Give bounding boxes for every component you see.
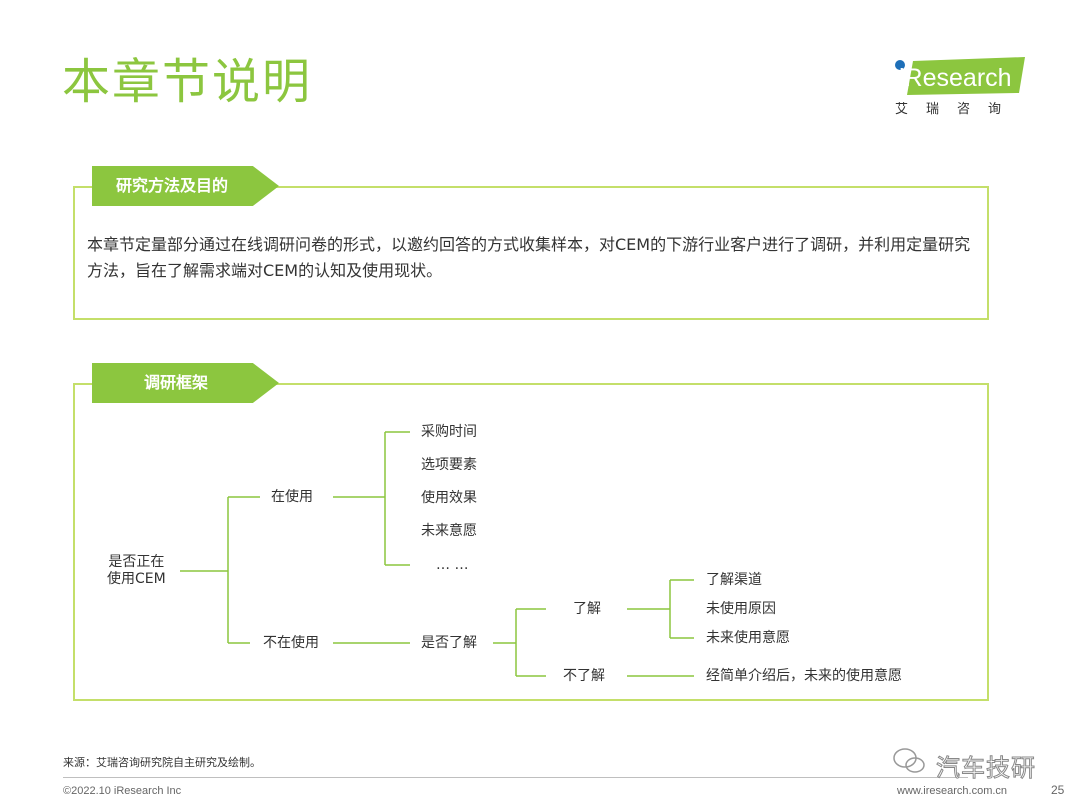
using-item-ellipsis: … … [436, 557, 469, 573]
root-line2: 使用CEM [107, 571, 166, 587]
footer-url: www.iresearch.com.cn [897, 785, 1008, 797]
dont-know-item: 经简单介绍后，未来的使用意愿 [706, 668, 902, 684]
page-number: 25 [1051, 783, 1065, 797]
know-item-reason: 未使用原因 [706, 601, 776, 617]
framework-box [73, 383, 989, 701]
using-item-purchase-time: 采购时间 [421, 424, 477, 440]
using-item-effect: 使用效果 [421, 490, 477, 506]
method-box [73, 186, 989, 320]
know-node: 了解 [573, 601, 601, 617]
copyright: ©2022.10 iResearch Inc [63, 785, 182, 797]
method-tab: 研究方法及目的 [92, 166, 279, 206]
method-description: 本章节定量部分通过在线调研问卷的形式，以邀约回答的方式收集样本，对CEM的下游行… [87, 235, 971, 280]
using-node: 在使用 [271, 489, 313, 505]
using-item-future-intent: 未来意愿 [421, 523, 477, 539]
not-using-node: 不在使用 [263, 635, 319, 651]
using-item-selection-factors: 选项要素 [421, 457, 477, 473]
logo-wordmark: iResearch [899, 64, 1012, 92]
footer-divider [63, 777, 968, 778]
iresearch-logo: iResearch 艾瑞咨询 [893, 55, 1028, 125]
page-title: 本章节说明 [62, 54, 313, 110]
logo-subtitle: 艾瑞咨询 [895, 102, 1020, 117]
watermark-text: 汽车技研 [936, 754, 1036, 783]
root-line1: 是否正在 [108, 554, 165, 570]
logo-banner-shape [895, 57, 1025, 95]
know-item-channel: 了解渠道 [706, 572, 762, 588]
dont-know-node: 不了解 [563, 668, 605, 684]
root-node: 是否正在 使用CEM [107, 554, 166, 588]
wechat-icon [893, 748, 925, 773]
source-note: 来源：艾瑞咨询研究院自主研究及绘制。 [63, 756, 261, 769]
know-item-future-intent: 未来使用意愿 [706, 630, 790, 646]
awareness-question-node: 是否了解 [421, 635, 477, 651]
framework-tab: 调研框架 [92, 363, 279, 403]
